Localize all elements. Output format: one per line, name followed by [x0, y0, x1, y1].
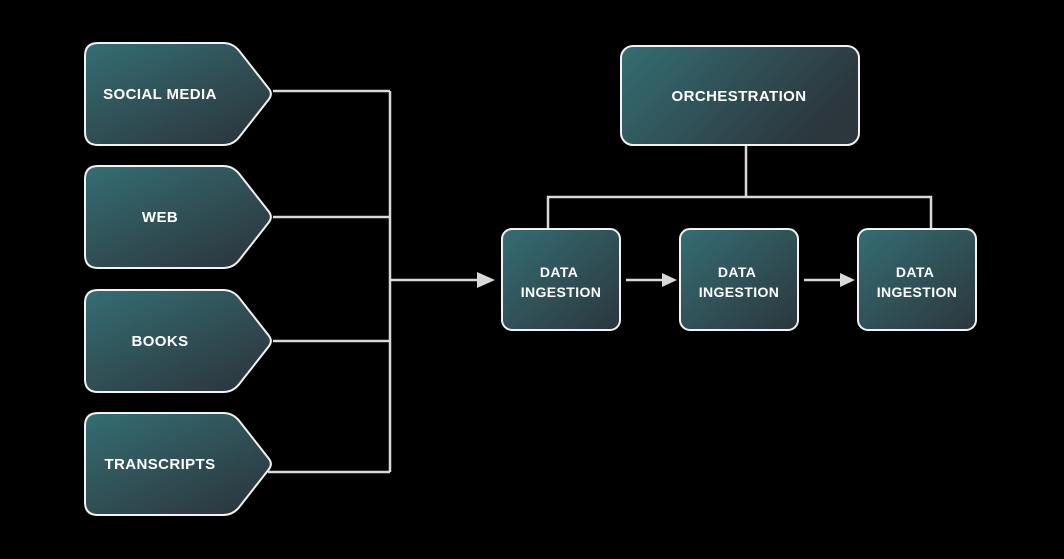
- ingestion-label-1-line2: INGESTION: [521, 284, 602, 300]
- arrowhead-into-ingestion-3-icon: [840, 273, 855, 287]
- source-label-transcripts: TRANSCRIPTS: [104, 456, 215, 473]
- ingestion-label-3-line1: DATA: [896, 264, 934, 280]
- ingestion-label-2-line2: INGESTION: [699, 284, 780, 300]
- ingestion-label-1-line1: DATA: [540, 264, 578, 280]
- arrowhead-into-ingestion-1-icon: [477, 272, 495, 288]
- connector-layer: [268, 89, 933, 474]
- ingestion-label-2-line1: DATA: [718, 264, 756, 280]
- source-label-social-media: SOCIAL MEDIA: [103, 86, 217, 103]
- ingestion-label-3-line2: INGESTION: [877, 284, 958, 300]
- label-layer: SOCIAL MEDIA WEB BOOKS TRANSCRIPTS ORCHE…: [103, 86, 957, 473]
- arrowhead-into-ingestion-2-icon: [662, 273, 677, 287]
- ingestion-label-1: DATA INGESTION: [521, 264, 602, 300]
- source-label-books: BOOKS: [131, 333, 188, 350]
- source-bus-connector: [268, 89, 478, 474]
- arrowhead-layer: [477, 272, 855, 288]
- orchestration-node: [620, 45, 860, 146]
- orchestration-label: ORCHESTRATION: [672, 88, 807, 105]
- node-layer: [84, 42, 977, 516]
- ingestion-label-3: DATA INGESTION: [877, 264, 958, 300]
- orchestration-branch-connector: [546, 145, 933, 228]
- ingestion-label-2: DATA INGESTION: [699, 264, 780, 300]
- source-label-web: WEB: [142, 209, 178, 226]
